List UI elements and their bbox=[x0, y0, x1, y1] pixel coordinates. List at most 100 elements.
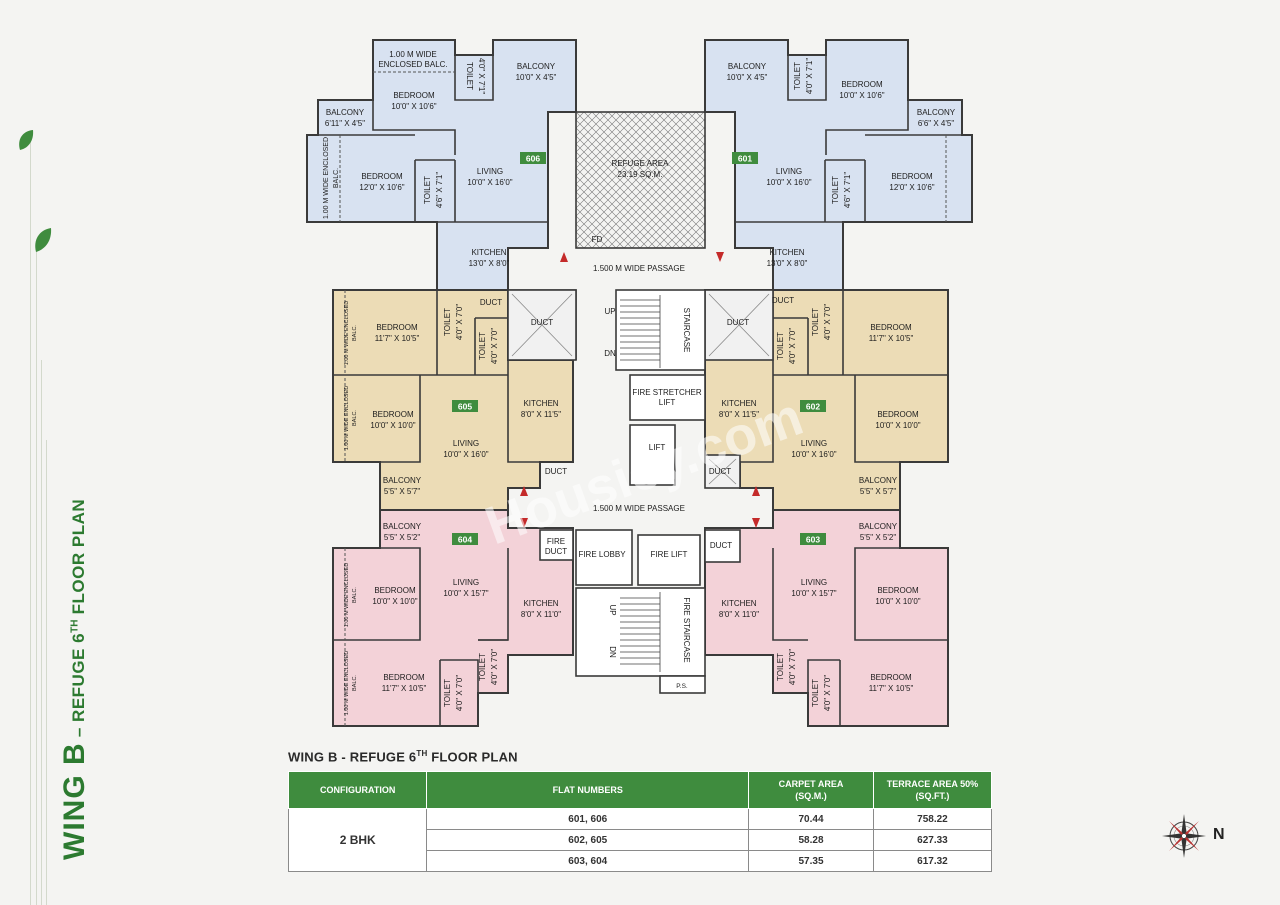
flat-numbers-cell: 602, 605 bbox=[426, 829, 750, 851]
room-label: 10'0" X 4'5" bbox=[516, 73, 557, 82]
room-label: BEDROOM bbox=[383, 673, 425, 682]
room-label: BEDROOM bbox=[870, 673, 912, 682]
enclosed-balcony-lines bbox=[339, 71, 947, 726]
room-label: FIRE STRETCHER bbox=[632, 388, 702, 397]
carpet-area-cell: 57.35 bbox=[748, 850, 874, 872]
header-carpet-area: CARPET AREA (SQ.M.) bbox=[748, 771, 874, 809]
room-label: DUCT bbox=[545, 547, 567, 556]
configuration-cell: 2 BHK bbox=[287, 808, 428, 872]
decor-line bbox=[30, 140, 31, 905]
room-label: 10'0" X 16'0" bbox=[791, 450, 836, 459]
arrow-icon bbox=[520, 518, 528, 528]
room-label: 5'5" X 5'7" bbox=[860, 487, 896, 496]
room-label: BALCONY bbox=[728, 62, 767, 71]
terrace-area-cell: 617.32 bbox=[872, 850, 993, 872]
room-label: 8'0" X 11'5" bbox=[719, 410, 759, 419]
room-label: BEDROOM bbox=[376, 323, 418, 332]
room-label: 1.00 M WIDE ENCLOSED bbox=[344, 651, 350, 716]
room-label: 10'0" X 10'0" bbox=[372, 597, 417, 606]
passage-label: 1.500 M WIDE PASSAGE bbox=[593, 264, 685, 273]
room-label: KITCHEN bbox=[721, 399, 756, 408]
room-label: BEDROOM bbox=[877, 410, 919, 419]
fire-stretcher-lift bbox=[629, 374, 706, 421]
room-label: STAIRCASE bbox=[682, 308, 691, 353]
room-label: KITCHEN bbox=[721, 599, 756, 608]
lift bbox=[629, 424, 676, 486]
room-label: 10'0" X 16'0" bbox=[443, 450, 488, 459]
leaf-icon bbox=[35, 228, 52, 252]
room-label: LIVING bbox=[801, 439, 827, 448]
room-label: 12'0" X 10'6" bbox=[359, 183, 404, 192]
room-label: 4'6" X 7'1" bbox=[843, 172, 852, 208]
stair-treads bbox=[620, 295, 661, 672]
fire-lobby bbox=[575, 529, 633, 586]
room-label: 8'0" X 11'0" bbox=[521, 610, 561, 619]
room-label: 12'0" X 10'6" bbox=[889, 183, 934, 192]
room-label: 10'0" X 10'0" bbox=[370, 421, 415, 430]
arrow-icon bbox=[752, 518, 760, 528]
arrow-icon bbox=[752, 486, 760, 496]
room-label: DN bbox=[608, 646, 617, 658]
room-label: TOILET bbox=[776, 332, 785, 360]
room-label: TOILET bbox=[776, 653, 785, 681]
room-label: BALC. bbox=[352, 587, 358, 603]
flat-number: 606 bbox=[526, 154, 540, 164]
room-label: 10'0" X 10'0" bbox=[875, 421, 920, 430]
duct-lower bbox=[704, 529, 741, 563]
room-label: 4'6" X 7'1" bbox=[435, 172, 444, 208]
room-label: 13'0" X 8'0" bbox=[469, 259, 510, 268]
room-label: BEDROOM bbox=[870, 323, 912, 332]
ps bbox=[659, 675, 706, 694]
room-label: BALCONY bbox=[917, 108, 956, 117]
room-label: 10'0" X 10'6" bbox=[391, 102, 436, 111]
header-terrace-area: TERRACE AREA 50% (SQ.FT.) bbox=[872, 771, 993, 809]
floor-plan: Housiey.com 606 601 605 602 604 603 REFU… bbox=[306, 39, 973, 727]
room-label: TOILET bbox=[811, 679, 820, 707]
room-label: 4'0" X 7'0" bbox=[455, 675, 464, 711]
room-label: KITCHEN bbox=[769, 248, 804, 257]
fire-duct bbox=[539, 529, 574, 561]
unit-604 bbox=[332, 509, 574, 727]
room-label: LIVING bbox=[477, 167, 503, 176]
room-label: 1.00 M WIDE ENCLOSED bbox=[344, 563, 350, 628]
room-label: FIRE bbox=[547, 537, 565, 546]
room-label: LIVING bbox=[453, 439, 479, 448]
room-label: DUCT bbox=[531, 318, 553, 327]
room-label: LIVING bbox=[453, 578, 479, 587]
flat-number: 605 bbox=[458, 402, 472, 412]
compass-icon bbox=[1162, 814, 1206, 858]
room-label: LIFT bbox=[659, 398, 676, 407]
room-label: 4'0" X 7'0" bbox=[490, 328, 499, 364]
fire-staircase bbox=[575, 587, 706, 677]
passage-label: 1.500 M WIDE PASSAGE bbox=[593, 504, 685, 513]
flat-badges bbox=[452, 152, 826, 545]
room-label: 1.00 M WIDE ENCLOSED bbox=[323, 137, 330, 219]
room-label: 5'5" X 5'2" bbox=[860, 533, 896, 542]
flat-numbers-cell: 601, 606 bbox=[426, 808, 750, 830]
room-label: DUCT bbox=[545, 467, 567, 476]
decor-line bbox=[36, 250, 37, 905]
room-label: TOILET bbox=[793, 62, 802, 90]
room-label: 11'7" X 10'5" bbox=[869, 684, 914, 693]
area-table: CONFIGURATION FLAT NUMBERS CARPET AREA (… bbox=[287, 771, 993, 872]
room-label: 4'0" X 7'0" bbox=[823, 304, 832, 340]
room-label: 4'0" X 7'1" bbox=[477, 58, 486, 94]
room-label: REFUGE AREA bbox=[612, 159, 670, 168]
table-header-row: CONFIGURATION FLAT NUMBERS CARPET AREA (… bbox=[287, 771, 993, 809]
room-label: 1.00 M WIDE bbox=[389, 50, 437, 59]
room-label: 6'6" X 4'5" bbox=[918, 119, 954, 128]
room-label: BALC. bbox=[352, 325, 358, 341]
room-label: TOILET bbox=[478, 332, 487, 360]
room-label: TOILET bbox=[423, 176, 432, 204]
room-label: DUCT bbox=[710, 541, 732, 550]
room-label: BALC. bbox=[352, 410, 358, 426]
flat-number: 604 bbox=[458, 535, 472, 545]
room-label: TOILET bbox=[465, 62, 474, 90]
room-label: 10'0" X 16'0" bbox=[467, 178, 512, 187]
header-configuration: CONFIGURATION bbox=[287, 771, 428, 809]
room-label: LIVING bbox=[776, 167, 802, 176]
room-label: 11'7" X 10'5" bbox=[375, 334, 420, 343]
room-label: 10'0" X 15'7" bbox=[443, 589, 488, 598]
leaf-icon bbox=[19, 130, 34, 150]
room-label: BEDROOM bbox=[877, 586, 919, 595]
